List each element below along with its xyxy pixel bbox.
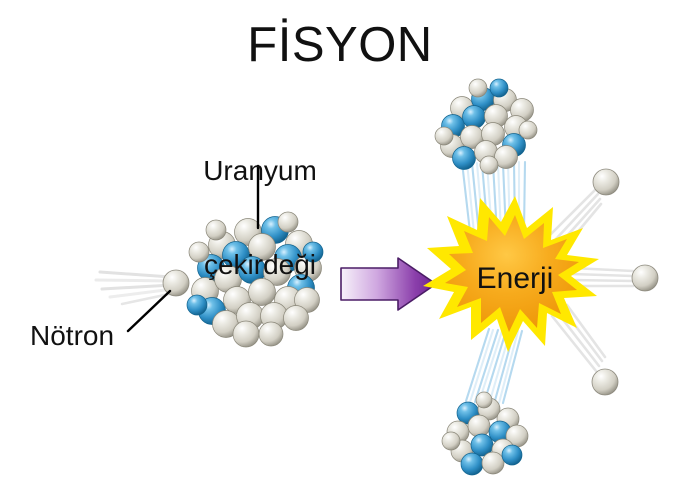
fission-product-trails (460, 160, 635, 406)
energy-label: Enerji (476, 262, 554, 295)
energy-burst (423, 196, 599, 352)
fragment-bottom (441, 391, 529, 476)
neutron-upper-right (592, 168, 620, 196)
uranium-nucleus-label: Uranyum çekirdeği (120, 92, 400, 343)
uranium-label-line2: çekirdeği (203, 248, 317, 280)
uranium-label-line1: Uranyum (203, 154, 317, 186)
neutron-right (631, 264, 659, 292)
fragment-top (434, 78, 538, 175)
page-title: FİSYON (247, 18, 433, 72)
neutron-label: Nötron (30, 320, 115, 351)
incoming-neutron (162, 269, 190, 297)
incoming-neutron-trail (94, 270, 176, 306)
uranium-nucleus (186, 211, 324, 348)
reaction-arrow (340, 257, 437, 311)
neutron-lower-right (591, 368, 619, 396)
leader-lines (126, 164, 260, 333)
neutron-leader-line (126, 289, 172, 333)
